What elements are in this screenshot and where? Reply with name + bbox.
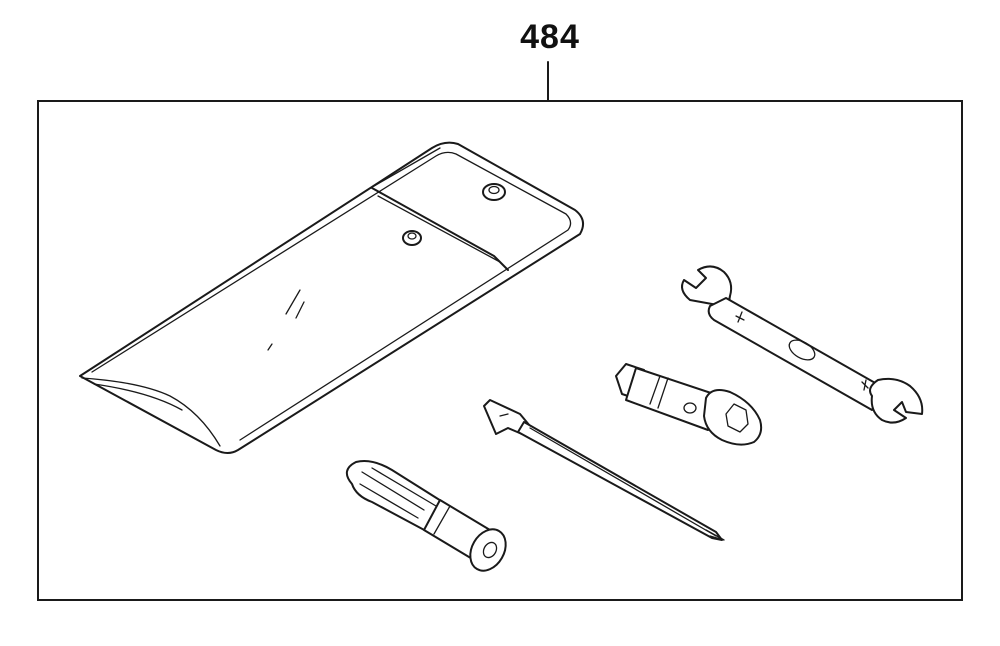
part-number-label: 484 [520,18,580,56]
spark-plug-socket-wrench-icon [615,363,763,446]
screwdriver-shaft-icon [483,399,725,541]
kit-frame [37,100,963,601]
screwdriver-handle-icon [345,460,507,572]
open-end-wrench-icon [681,265,924,424]
tool-pouch-icon [79,141,585,454]
